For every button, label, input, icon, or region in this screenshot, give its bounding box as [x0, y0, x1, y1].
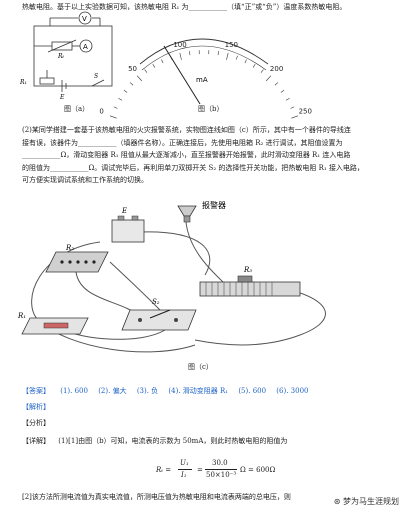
- dial-arc-inner: [141, 45, 267, 71]
- eq-lhs: Rₜ =: [156, 466, 172, 474]
- dial-needle: [163, 45, 201, 105]
- dial-unit: mA: [196, 76, 208, 84]
- dial-tick: [152, 63, 156, 68]
- answer-item: (3). 负: [136, 387, 159, 395]
- fenxi-tag: 【分析】: [22, 419, 50, 427]
- dial-tick: [260, 69, 264, 73]
- figure-b-caption: 图（b）: [198, 105, 224, 113]
- dial-tick: [285, 97, 290, 101]
- s-label: S: [94, 73, 98, 80]
- answer-line: 【答案】 (1). 600 (2). 偏大 (3). 负 (4). 滑动变阻器 …: [22, 386, 308, 396]
- dial-tick: [291, 115, 299, 119]
- q2-line-5: 可方便实现调试系统和工作系统的切换。: [22, 176, 148, 184]
- dial-tick: [189, 51, 191, 56]
- dial-tick: [161, 59, 164, 64]
- circuit-loop: [33, 25, 113, 87]
- analysis-tag: 【解析】: [22, 403, 50, 411]
- ammeter-label: A: [83, 43, 88, 51]
- eq-result: Ω = 600Ω: [240, 466, 276, 474]
- dial-tick: [226, 52, 229, 60]
- q2-line-3: ___________Ω，滑动变阻器 R₁ 阻值从最大逐渐减小，直至报警器开始报…: [22, 151, 351, 159]
- dial-tick: [217, 51, 219, 56]
- top-text-line: 热敏电阻。基于以上实验数据可知，该热敏电阻 R₁ 为___________（填“…: [22, 3, 347, 11]
- dial-tick: [136, 75, 142, 82]
- alarm-speaker: [177, 205, 197, 217]
- voltmeter-symbol: [78, 11, 92, 25]
- rheostat-r3: [199, 281, 301, 297]
- alarm-label: 报警器: [202, 200, 226, 210]
- switch-s2: [121, 309, 197, 331]
- dial-tick: [252, 63, 256, 68]
- eq-den2: 50×10⁻³: [206, 471, 237, 479]
- e-label: E: [59, 94, 65, 101]
- detail-tag: 【详解】: [22, 437, 50, 445]
- dial-tick-label: 250: [299, 108, 312, 116]
- figure-a-caption: 图（a）: [64, 105, 90, 113]
- r3-label: R₃: [243, 266, 252, 274]
- battery-label: E: [121, 207, 127, 215]
- dial-tick: [109, 115, 117, 119]
- q2-line-2: 接有误，该器件为___________（填器件名称）。正确连接后，先使用电阻箱 …: [22, 138, 343, 147]
- dial-tick: [266, 75, 272, 82]
- dial-tick: [244, 59, 247, 64]
- dial-tick: [118, 97, 123, 101]
- dial-tick-label: 50: [128, 65, 137, 73]
- detail-line: 【详解】 (1)[1]由图（b）可知，电流表的示数为 50mA，则此时热敏电阻的…: [22, 436, 287, 446]
- rt-label: Rₜ: [57, 53, 65, 60]
- q2-line-4: 的阻值为___________Ω。调试完毕后，再利用单刀双掷开关 S₂ 的选择性…: [22, 163, 364, 172]
- detail-text: (1)[1]由图（b）可知，电流表的示数为 50mA，则此时热敏电阻的阻值为: [58, 437, 288, 445]
- ammeter-symbol: [79, 39, 93, 53]
- r2-label: R₂: [65, 244, 74, 252]
- watermark-icon: ⊛: [333, 497, 341, 506]
- figure-c-caption: 图（c）: [188, 363, 213, 371]
- question-2-text: (2)某同学搭建一套基于该热敏电阻的火灾报警系统，实物图连线如图（c）所示，其中…: [22, 124, 392, 187]
- eq-den1: I₁: [181, 471, 187, 479]
- answer-item: (5). 600: [238, 387, 267, 395]
- eq-num1: U₁: [180, 459, 189, 467]
- answer-item: (4). 滑动变阻器 R₁: [168, 387, 229, 395]
- r1-label: R₁: [19, 79, 27, 86]
- eq-num2: 30.0: [212, 459, 228, 467]
- s2-label: S₂: [152, 298, 160, 306]
- dial-tick-label: 100: [173, 41, 186, 49]
- dial-tick: [179, 52, 182, 60]
- dial-tick: [290, 106, 295, 109]
- answer-item: (1). 600: [60, 387, 88, 395]
- dial-tick: [280, 89, 285, 93]
- voltmeter-label: V: [82, 15, 87, 23]
- dial-tick-label: 200: [270, 65, 283, 73]
- r1-board-label: R₁: [17, 312, 26, 320]
- dial-tick: [144, 69, 148, 73]
- q2-line-1: (2)某同学搭建一套基于该热敏电阻的火灾报警系统，实物图连线如图（c）所示，其中…: [22, 126, 351, 134]
- dial-tick: [274, 82, 279, 86]
- dial-arc: [139, 38, 269, 65]
- battery-e: [111, 219, 145, 243]
- dial-tick: [113, 106, 118, 109]
- dial-tick: [129, 82, 134, 86]
- answer-tag: 【答案】: [22, 387, 50, 395]
- answer-item: (6). 3000: [276, 387, 309, 395]
- dial-tick-label: 0: [99, 108, 103, 116]
- dial-tick-label: 150: [225, 41, 238, 49]
- watermark-text: 梦为马生涯规划: [343, 497, 399, 506]
- answer-item: (2). 偏大: [98, 387, 127, 395]
- dial-tick: [235, 55, 238, 60]
- watermark: ⊛ 梦为马生涯规划: [331, 496, 401, 507]
- bottom-text-line: [2]该方法所测电流值为真实电流值，所测电压值为热敏电阻和电流表两端的总电压，则: [22, 493, 291, 501]
- dial-tick: [123, 89, 128, 93]
